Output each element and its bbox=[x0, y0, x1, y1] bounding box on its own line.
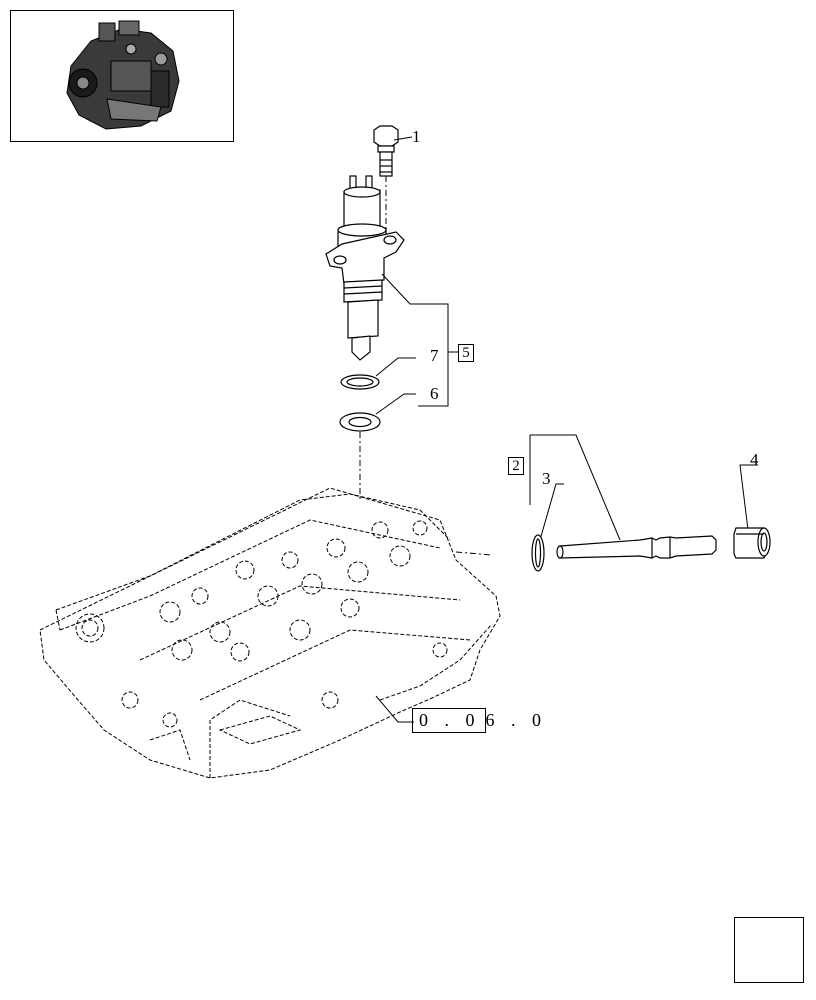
nut-part bbox=[733, 527, 771, 559]
engine-thumbnail bbox=[10, 10, 234, 142]
callout-3: 3 bbox=[542, 469, 551, 488]
washer-7 bbox=[340, 374, 380, 390]
next-page-button[interactable] bbox=[734, 917, 804, 983]
callout-1: 1 bbox=[412, 127, 421, 146]
callout-2-boxed: 2 bbox=[508, 457, 524, 475]
callout-6: 6 bbox=[430, 384, 439, 403]
cylinder-head-phantom bbox=[39, 487, 501, 779]
washer-6 bbox=[339, 412, 381, 432]
engine-icon bbox=[66, 20, 180, 130]
callout-7: 7 bbox=[430, 346, 439, 365]
connector-tube-part bbox=[556, 535, 717, 559]
o-ring-part bbox=[531, 534, 545, 572]
injector-part bbox=[325, 175, 405, 361]
section-reference-boxed: 0 . 0 bbox=[412, 708, 486, 733]
callout-5-boxed: 5 bbox=[458, 344, 474, 362]
screw-part bbox=[373, 125, 399, 177]
callout-4: 4 bbox=[750, 450, 759, 469]
section-reference-suffix: 6 . 0 bbox=[485, 710, 547, 730]
